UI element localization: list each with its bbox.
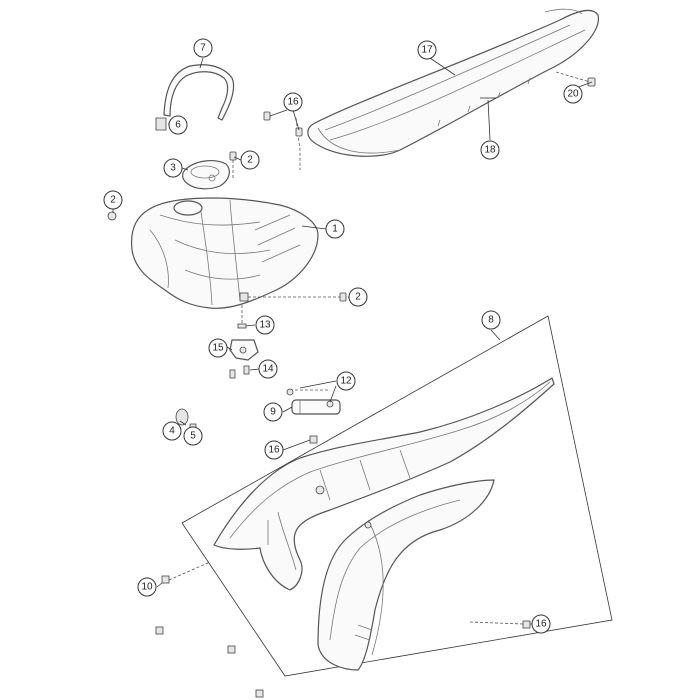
callout-label: 2 <box>355 292 361 303</box>
spoiler-frame <box>181 315 613 677</box>
callout-17: 17 <box>417 40 437 60</box>
callout-label: 20 <box>567 89 579 100</box>
fuel-cap-part <box>182 160 230 190</box>
callout-6: 6 <box>168 115 188 135</box>
callout-2b: 2 <box>103 190 123 210</box>
callout-label: 5 <box>190 431 196 442</box>
callout-13: 13 <box>255 315 275 335</box>
callout-14: 14 <box>258 359 278 379</box>
upper-spoiler-part <box>213 377 555 591</box>
callout-label: 12 <box>340 376 352 387</box>
mounting-bolt-part <box>286 388 341 415</box>
breather-hose-part <box>155 64 235 131</box>
callout-20: 20 <box>563 84 583 104</box>
callout-5: 5 <box>183 426 203 446</box>
callout-16b: 16 <box>264 440 284 460</box>
callout-2c: 2 <box>348 287 368 307</box>
seat-part <box>307 8 600 157</box>
fuel-tank-part <box>130 197 319 309</box>
callout-8: 8 <box>481 310 501 330</box>
seat-screw-part <box>555 71 596 87</box>
side-panel-part <box>317 479 495 671</box>
tank-hardware <box>107 111 347 302</box>
callout-label: 6 <box>175 120 181 131</box>
callout-label: 14 <box>262 364 274 375</box>
callout-4: 4 <box>162 421 182 441</box>
callout-label: 13 <box>259 320 271 331</box>
callout-label: 2 <box>110 195 116 206</box>
callout-label: 16 <box>268 445 280 456</box>
callout-label: 10 <box>141 582 153 593</box>
callout-label: 4 <box>169 426 175 437</box>
spoiler-screw-part <box>309 435 318 444</box>
callout-label: 17 <box>421 45 433 56</box>
fuel-tap-part <box>229 305 259 379</box>
callout-7: 7 <box>193 38 213 58</box>
spoiler-hardware <box>155 561 531 698</box>
callout-10: 10 <box>137 577 157 597</box>
callout-2a: 2 <box>240 150 260 170</box>
callout-16c: 16 <box>531 614 551 634</box>
callout-16a: 16 <box>283 92 303 112</box>
callout-label: 9 <box>270 407 276 418</box>
callout-label: 15 <box>212 343 224 354</box>
callout-label: 18 <box>484 145 496 156</box>
callout-9: 9 <box>263 402 283 422</box>
callout-label: 3 <box>170 163 176 174</box>
callout-label: 1 <box>332 224 338 235</box>
callout-12: 12 <box>336 371 356 391</box>
callout-18: 18 <box>480 140 500 160</box>
callout-1: 1 <box>325 219 345 239</box>
callout-15: 15 <box>208 338 228 358</box>
callout-label: 8 <box>488 315 494 326</box>
callout-3: 3 <box>163 158 183 178</box>
callout-label: 16 <box>535 619 547 630</box>
callout-label: 2 <box>247 155 253 166</box>
callout-label: 16 <box>287 97 299 108</box>
callout-label: 7 <box>200 43 206 54</box>
